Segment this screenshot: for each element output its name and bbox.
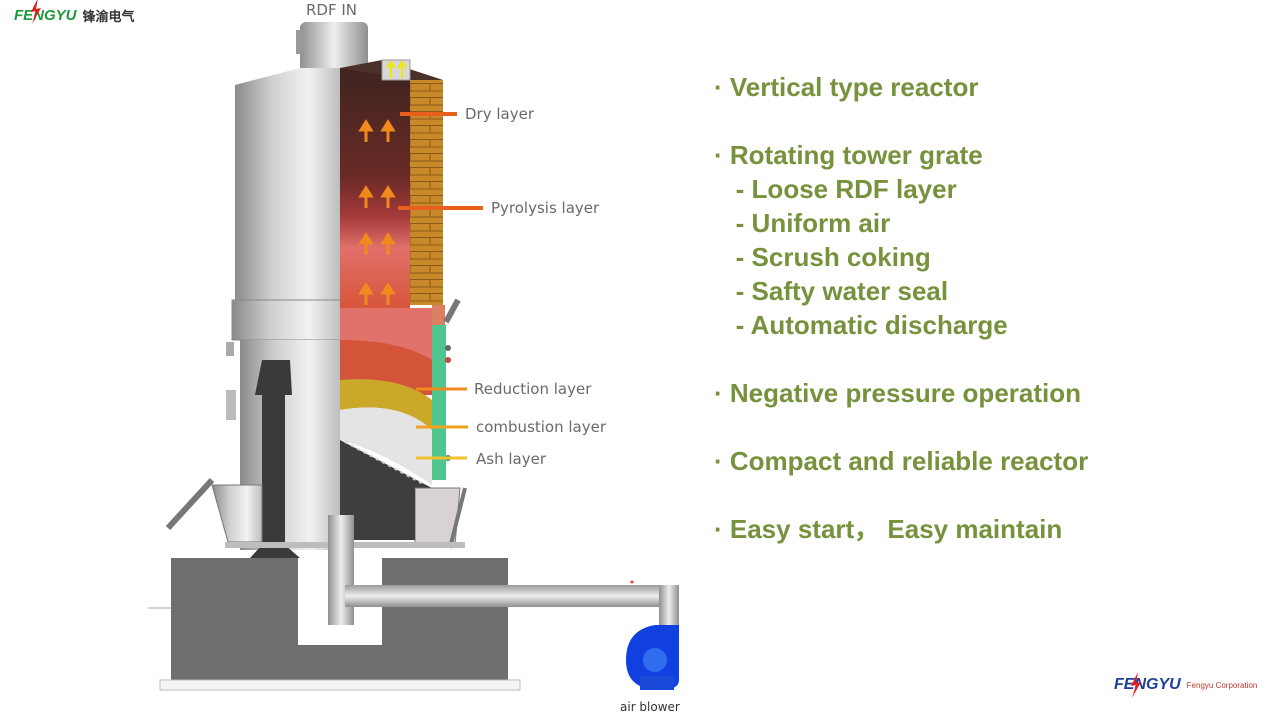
- brick-lining: [410, 80, 443, 305]
- feature-subitem: - Automatic discharge: [714, 310, 1008, 340]
- rdf-in-label: RDF IN: [306, 1, 357, 19]
- pyrolysis-layer-label: Pyrolysis layer: [491, 199, 600, 217]
- feature-list: · Vertical type reactor · Rotating tower…: [714, 70, 1088, 546]
- feature-item: · Compact and reliable reactor: [714, 446, 1089, 476]
- logo-wordmark: FENGYU: [14, 6, 77, 24]
- water-seal: [432, 325, 446, 480]
- feature-subitem: - Scrush coking: [714, 242, 931, 272]
- logo-wordmark: FENGYU: [1114, 676, 1181, 693]
- reduction-layer-label: Reduction layer: [474, 380, 592, 398]
- feature-subitem: - Uniform air: [714, 208, 891, 238]
- layer-callouts: Dry layer Pyrolysis layer Reduction laye…: [398, 105, 607, 468]
- feature-subitem: - Safty water seal: [714, 276, 949, 306]
- feature-item: · Rotating tower grate: [714, 140, 983, 170]
- feature-item: · Easy start， Easy maintain: [714, 514, 1063, 544]
- logo-chinese-name: 锋渝电气: [82, 9, 135, 25]
- airflow-arrows: [358, 119, 396, 305]
- air-supply-pipe: [345, 585, 675, 607]
- company-logo-top: FENGYU 锋渝电气: [14, 0, 135, 28]
- air-riser-pipe: [328, 515, 354, 625]
- tower-shell: [235, 68, 340, 300]
- combustion-layer-label: combustion layer: [476, 418, 607, 436]
- feed-inlet: [300, 22, 368, 72]
- feature-subitem: - Loose RDF layer: [714, 174, 957, 204]
- lightning-bolt-icon: [31, 0, 41, 24]
- dry-layer-label: Dry layer: [465, 105, 535, 123]
- feature-item: · Negative pressure operation: [714, 378, 1081, 408]
- air-blower-label: air blower: [620, 700, 680, 714]
- gas-out-arrows: [386, 60, 407, 78]
- gasifier-diagram: RDF IN Dry layer Pyrolysis la: [148, 1, 680, 714]
- lightning-bolt-icon: [1131, 672, 1141, 698]
- air-blower: [626, 625, 679, 690]
- fuel-bed: [340, 68, 410, 308]
- company-logo-bottom: FENGYU Fengyu Corporation: [1114, 672, 1258, 698]
- corporation-name: Fengyu Corporation: [1186, 680, 1258, 690]
- ash-layer-label: Ash layer: [476, 450, 547, 468]
- feature-item: · Vertical type reactor: [714, 72, 979, 102]
